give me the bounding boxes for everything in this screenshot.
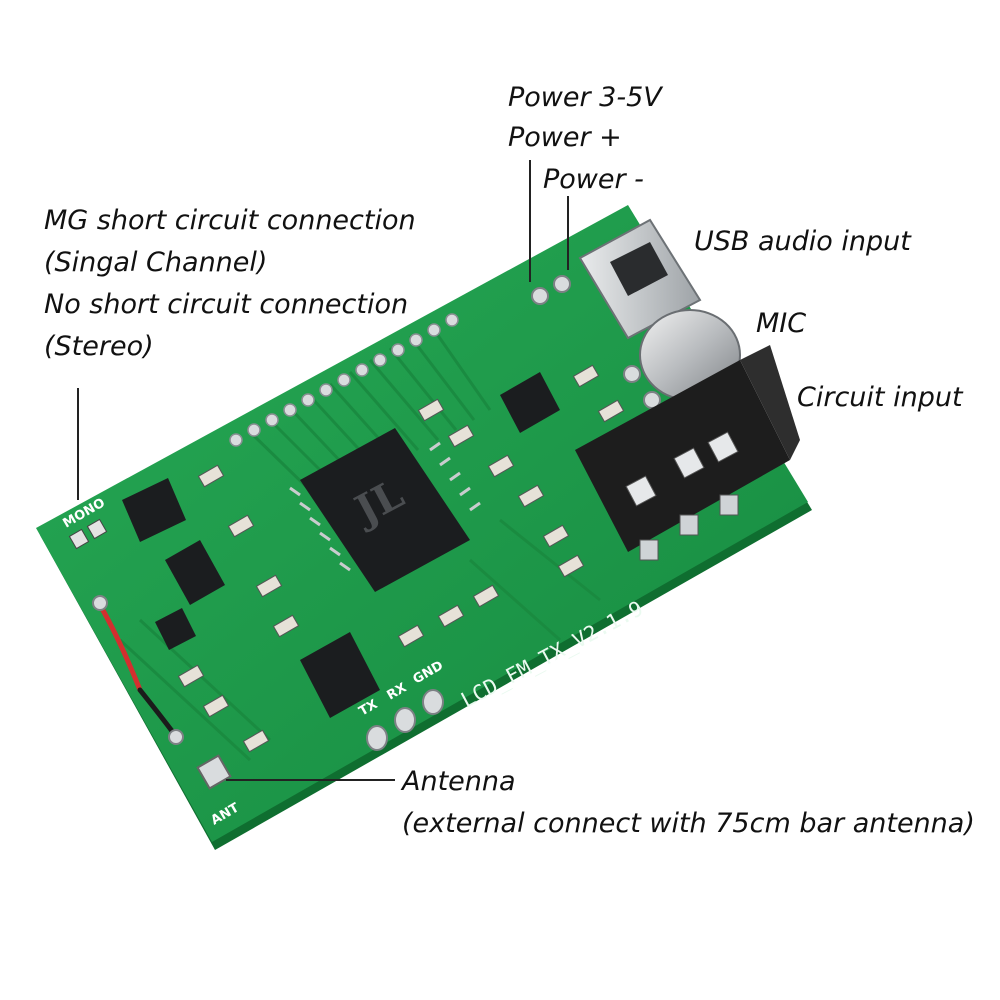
- mono-label-line1: MG short circuit connection: [44, 205, 416, 236]
- header-pin-row: [229, 313, 459, 447]
- antenna-label-line2: (external connect with 75cm bar antenna): [402, 808, 975, 839]
- power-range-label: Power 3-5V: [508, 82, 662, 113]
- audio-jack: [575, 345, 800, 561]
- power-plus-label: Power +: [508, 122, 622, 153]
- antenna-label-line1: Antenna: [402, 766, 516, 797]
- mic-label: MIC: [756, 308, 807, 339]
- power-pads: [531, 275, 571, 305]
- usb-connector: [578, 218, 702, 340]
- mono-label-line2: (Singal Channel): [44, 247, 268, 278]
- jumper-wire: [92, 595, 184, 745]
- mono-label-line4: (Stereo): [44, 331, 154, 362]
- circuit-input-label: Circuit input: [797, 382, 963, 413]
- leader-lines: [77, 160, 569, 781]
- main-chip: JL: [289, 428, 481, 592]
- power-minus-label: Power -: [543, 164, 644, 195]
- secondary-chips: [122, 372, 560, 718]
- mono-label-line3: No short circuit connection: [44, 289, 409, 320]
- usb-audio-label: USB audio input: [694, 226, 911, 257]
- smd-components: [177, 364, 625, 753]
